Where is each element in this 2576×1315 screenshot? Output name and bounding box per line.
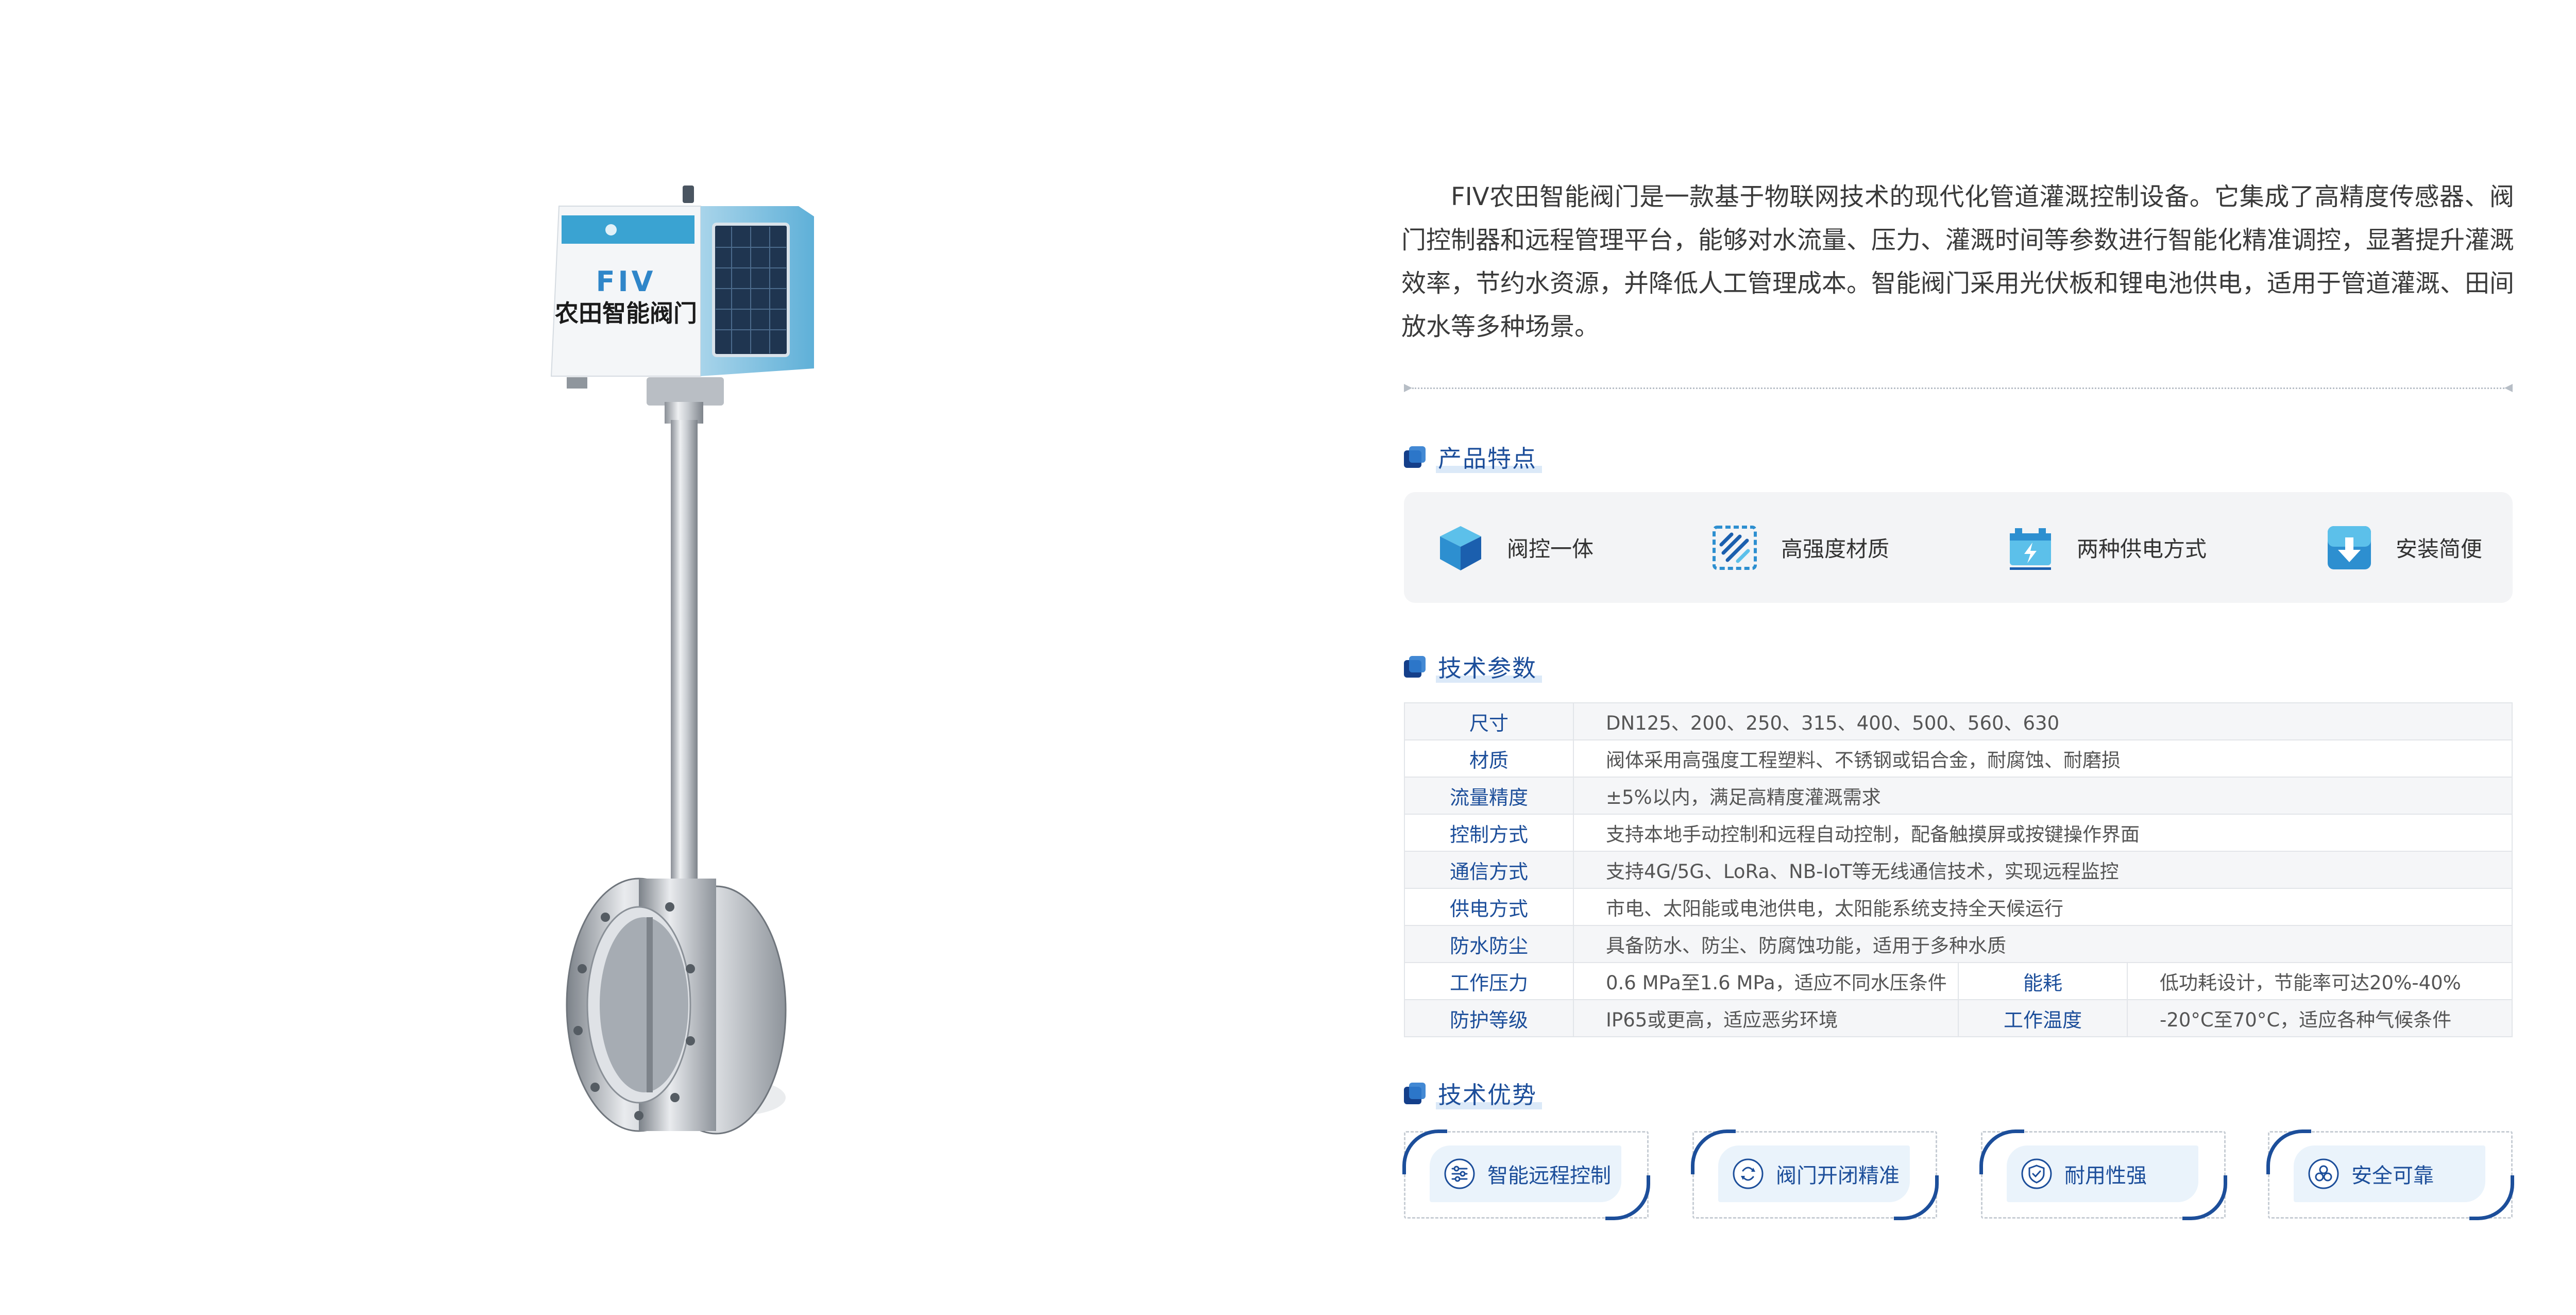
spec-value: 支持本地手动控制和远程自动控制，配备触摸屏或按键操作界面: [1573, 814, 2513, 852]
intro-paragraph: FIV农田智能阀门是一款基于物联网技术的现代化管道灌溉控制设备。它集成了高精度传…: [1401, 182, 2515, 341]
feature-item-3: 安装简便: [2324, 518, 2482, 577]
spec-value: DN125、200、250、315、400、500、560、630: [1573, 702, 2513, 740]
material-icon: [1713, 525, 1757, 570]
spec-key: 控制方式: [1404, 814, 1574, 852]
spec-value: -20°C至70°C，适应各种气候条件: [2127, 999, 2513, 1037]
feature-item-2: 两种供电方式: [2005, 518, 2207, 577]
table-row: 通信方式支持4G/5G、LoRa、NB-IoT等无线通信技术，实现远程监控: [1404, 851, 2513, 889]
features-title: 产品特点: [1436, 440, 1542, 474]
spec-key: 供电方式: [1404, 888, 1574, 926]
spec-value: 阀体采用高强度工程塑料、不锈钢或铝合金，耐腐蚀、耐磨损: [1573, 739, 2513, 778]
spec-value: 低功耗设计，节能率可达20%-40%: [2127, 962, 2513, 1000]
device-brand: FIV: [596, 265, 656, 298]
advantage-label: 耐用性强: [2064, 1164, 2147, 1188]
advantages-heading: 技术优势: [1404, 1076, 1542, 1110]
advantage-card-3: 安全可靠: [2266, 1129, 2514, 1220]
spec-key: 工作压力: [1404, 962, 1574, 1000]
spec-key: 防护等级: [1404, 999, 1574, 1037]
spec-value: 市电、太阳能或电池供电，太阳能系统支持全天候运行: [1573, 888, 2513, 926]
safety-icon: [2308, 1158, 2339, 1189]
spec-value: 具备防水、防尘、防腐蚀功能，适用于多种水质: [1573, 925, 2513, 963]
section-square-icon: [1404, 1083, 1426, 1104]
table-row: 防水防尘具备防水、防尘、防腐蚀功能，适用于多种水质: [1404, 925, 2513, 963]
feature-item-0: 阀控一体: [1435, 518, 1594, 577]
features-panel: 阀控一体 高强度材质 两种供电方式 安装简便: [1404, 492, 2513, 603]
table-row: 工作压力 0.6 MPa至1.6 MPa，适应不同水压条件 能耗 低功耗设计，节…: [1404, 962, 2513, 1000]
device-label: 农田智能阀门: [555, 299, 697, 327]
device-label-block: FIV 农田智能阀门: [551, 265, 701, 328]
advantage-card-0: 智能远程控制: [1402, 1129, 1650, 1220]
feature-label: 安装简便: [2396, 536, 2483, 562]
spec-value: ±5%以内，满足高精度灌溉需求: [1573, 777, 2513, 815]
features-heading: 产品特点: [1404, 440, 1542, 474]
advantage-label: 阀门开闭精准: [1776, 1164, 1900, 1188]
specs-heading: 技术参数: [1404, 650, 1542, 684]
spec-key: 尺寸: [1404, 702, 1574, 740]
spec-key: 能耗: [1958, 962, 2128, 1000]
shield-icon: [2021, 1158, 2052, 1189]
specs-title: 技术参数: [1436, 650, 1542, 684]
table-row: 流量精度±5%以内，满足高精度灌溉需求: [1404, 777, 2513, 815]
spec-value: IP65或更高，适应恶劣环境: [1573, 999, 1959, 1037]
advantages-title: 技术优势: [1436, 1076, 1542, 1110]
cube-icon: [1440, 526, 1481, 570]
feature-label: 两种供电方式: [2077, 536, 2207, 562]
sliders-icon: [1444, 1158, 1475, 1189]
advantage-card-2: 耐用性强: [1979, 1129, 2227, 1220]
spec-key: 材质: [1404, 739, 1574, 778]
table-row: 供电方式市电、太阳能或电池供电，太阳能系统支持全天候运行: [1404, 888, 2513, 926]
spec-value: 支持4G/5G、LoRa、NB-IoT等无线通信技术，实现远程监控: [1573, 851, 2513, 889]
install-icon: [2328, 526, 2371, 569]
table-row: 材质阀体采用高强度工程塑料、不锈钢或铝合金，耐腐蚀、耐磨损: [1404, 739, 2513, 778]
advantage-label: 智能远程控制: [1487, 1164, 1611, 1188]
spec-key: 防水防尘: [1404, 925, 1574, 963]
advantage-card-1: 阀门开闭精准: [1691, 1129, 1939, 1220]
table-row: 控制方式支持本地手动控制和远程自动控制，配备触摸屏或按键操作界面: [1404, 814, 2513, 852]
advantage-label: 安全可靠: [2351, 1164, 2434, 1188]
battery-icon: [2010, 528, 2051, 570]
switch-icon: [1733, 1158, 1764, 1189]
table-row: 防护等级 IP65或更高，适应恶劣环境 工作温度 -20°C至70°C，适应各种…: [1404, 999, 2513, 1037]
spec-key: 通信方式: [1404, 851, 1574, 889]
spec-key: 工作温度: [1958, 999, 2128, 1037]
section-square-icon: [1404, 656, 1426, 678]
product-image: [550, 186, 814, 1135]
feature-label: 阀控一体: [1507, 536, 1594, 562]
spec-key: 流量精度: [1404, 777, 1574, 815]
section-divider: [1404, 384, 2513, 392]
section-square-icon: [1404, 446, 1426, 468]
feature-label: 高强度材质: [1781, 536, 1890, 562]
feature-item-1: 高强度材质: [1709, 518, 1889, 577]
spec-value: 0.6 MPa至1.6 MPa，适应不同水压条件: [1573, 962, 1959, 1000]
